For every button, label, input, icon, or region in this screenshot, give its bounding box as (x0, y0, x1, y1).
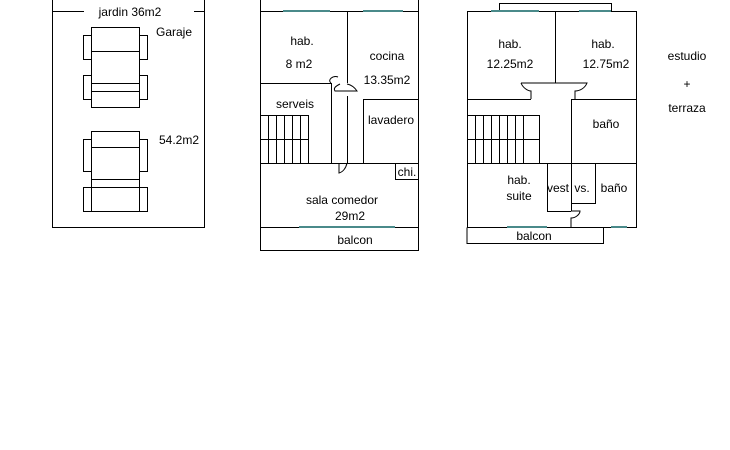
bathroom-label: baño (601, 181, 628, 195)
laundry-label: lavadero (368, 113, 414, 127)
study-label: estudio (668, 49, 707, 63)
kitchen-area: 13.35m2 (364, 73, 411, 87)
plus-label: + (683, 77, 690, 91)
second-floor-plan: hab. 12.25m2 hab. 12.75m2 baño hab. suit… (466, 3, 637, 244)
garden-label: jardin 36m2 (98, 5, 162, 19)
services-label: serveis (276, 97, 314, 111)
suite-label-2: suite (506, 189, 532, 203)
garage-label: Garaje (156, 25, 192, 39)
terrace-label: terraza (668, 101, 706, 115)
car-icon (83, 131, 148, 212)
first-floor-plan: hab. 8 m2 cocina 13.35m2 serveis lavader… (260, 0, 419, 251)
bathroom-label: baño (593, 117, 620, 131)
room-label: hab. (290, 34, 313, 48)
chimney-label: chi. (398, 165, 417, 179)
room-area: 12.25m2 (487, 57, 534, 71)
car-icon (83, 27, 148, 108)
balcony-label: balcon (516, 229, 551, 243)
room-area: 12.75m2 (583, 57, 630, 71)
room-label: hab. (591, 37, 614, 51)
garage-area: 54.2m2 (159, 133, 199, 147)
top-floor-notes: estudio + terraza (668, 49, 707, 115)
dressing-label: vest (547, 181, 570, 195)
suite-label: hab. (507, 173, 530, 187)
room-area: 8 m2 (286, 57, 313, 71)
living-label: sala comedor (306, 193, 378, 207)
kitchen-label: cocina (370, 49, 405, 63)
ground-floor-plan: jardin 36m2 Garaje 54.2m2 (52, 0, 205, 228)
vs-label: vs. (574, 181, 589, 195)
living-area: 29m2 (335, 209, 365, 223)
room-label: hab. (498, 37, 521, 51)
balcony-label: balcon (337, 233, 372, 247)
